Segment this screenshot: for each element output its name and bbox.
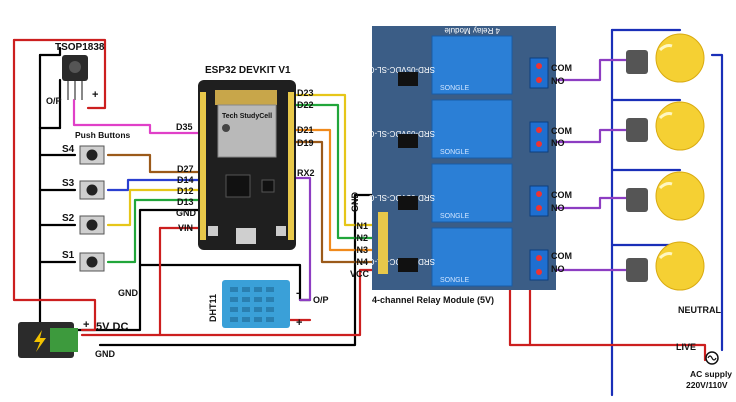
relay-2-text: SRD-05VDC-SL-C (369, 129, 435, 138)
power-gnd: GND (95, 349, 116, 359)
dht11-sensor: DHT11 - + O/P (208, 280, 329, 329)
esp32-board: ESP32 DEVKIT V1 Tech StudyCell D35 D27 D… (176, 65, 315, 250)
esp32-pin-headers (200, 92, 294, 240)
pin-gnd: GND (176, 208, 197, 218)
ac-voltage-label: 220V/110V (686, 380, 728, 390)
relay-3-no: NO (551, 203, 565, 213)
bulb-1-glass (655, 33, 705, 83)
dht11-name: DHT11 (208, 294, 218, 322)
relay-1-brand: SONGLE (440, 85, 470, 92)
ir-out-label: O/P (46, 96, 62, 106)
power-bus (12, 38, 382, 337)
pin-d27: D27 (177, 164, 194, 174)
ir-receiver-name: TSOP1838 (55, 42, 105, 53)
pin-d14: D14 (177, 175, 194, 185)
relay-caption: 4-channel Relay Module (5V) (372, 295, 494, 305)
dht11-out: O/P (313, 295, 329, 305)
s3-label: S3 (62, 178, 75, 189)
bulb-2 (626, 101, 705, 151)
dc-power-jack: + 5V DC GND (18, 319, 128, 359)
relay-pin-in3: IN3 (354, 245, 368, 255)
signal-wires (72, 93, 382, 302)
power-plus: + (83, 319, 89, 331)
gnd-label: GND (118, 288, 139, 298)
relay-3-brand: SONGLE (440, 213, 470, 220)
ir-plus-label: + (92, 89, 98, 101)
relay-module: 4 Relay Module SRD-05VDC-SL-C SONGLE SRD… (350, 26, 572, 305)
relay-1-no: NO (551, 76, 565, 86)
neutral-label: NEUTRAL (678, 305, 721, 315)
bulb-3 (626, 171, 705, 221)
usb-port (236, 228, 256, 244)
push-button-s2: S2 (62, 213, 105, 235)
pin-d22: D22 (297, 100, 314, 110)
power-label: 5V DC (96, 321, 128, 333)
s2-label: S2 (62, 213, 75, 224)
relay-board-title: 4 Relay Module (444, 26, 500, 35)
relay-pin-in1: IN1 (354, 221, 368, 231)
pin-d21: D21 (297, 125, 314, 135)
s1-label: S1 (62, 250, 75, 261)
ac-supply-label: AC supply (690, 369, 732, 379)
relay-4-brand: SONGLE (440, 277, 470, 284)
bulb-3-glass (655, 171, 705, 221)
push-button-s3: S3 (62, 178, 105, 200)
relay-2-brand: SONGLE (440, 149, 470, 156)
relay-2-no: NO (551, 138, 565, 148)
relay-2-com: COM (551, 126, 572, 136)
relay-4-com: COM (551, 251, 572, 261)
relay-terminals (529, 57, 549, 281)
relay-1: SRD-05VDC-SL-C SONGLE (369, 35, 513, 95)
push-buttons-title: Push Buttons (75, 130, 131, 140)
relay-2: SRD-05VDC-SL-C SONGLE (369, 99, 513, 159)
relay-4-no: NO (551, 264, 565, 274)
lightning-icon (34, 330, 46, 352)
pin-rx2: RX2 (297, 168, 315, 178)
live-label: LIVE (676, 342, 696, 352)
relay-pin-in4: IN4 (354, 257, 368, 267)
esp32-brand: Tech StudyCell (222, 113, 272, 120)
s4-label: S4 (62, 144, 75, 155)
dht11-plus: + (296, 317, 302, 329)
relay-1-com: COM (551, 63, 572, 73)
pin-d35: D35 (176, 122, 193, 132)
esp32-title: ESP32 DEVKIT V1 (205, 65, 291, 76)
pin-d19: D19 (297, 138, 314, 148)
pin-d23: D23 (297, 88, 314, 98)
relay-pin-gnd: GND (350, 192, 360, 213)
bulb-1 (626, 33, 705, 83)
pin-d13: D13 (177, 197, 194, 207)
relay-pin-in2: IN2 (354, 233, 368, 243)
relay-pin-vcc: VCC (350, 269, 370, 279)
ac-source-icon (705, 351, 719, 365)
push-button-s1: S1 (62, 250, 105, 272)
bulb-4-glass (655, 241, 705, 291)
ir-receiver: TSOP1838 O/P + (46, 42, 105, 106)
bulb-1-socket (626, 50, 648, 74)
bulb-4 (626, 241, 705, 291)
ir-lens (69, 61, 81, 73)
pin-vin: VIN (178, 223, 193, 233)
dht11-minus: - (296, 287, 300, 299)
relay-1-text: SRD-05VDC-SL-C (369, 65, 435, 74)
push-button-s4: S4 (62, 144, 105, 165)
pin-d12: D12 (177, 186, 194, 196)
relay-3-com: COM (551, 190, 572, 200)
relay-input-header (378, 212, 388, 274)
bulb-2-glass (655, 101, 705, 151)
